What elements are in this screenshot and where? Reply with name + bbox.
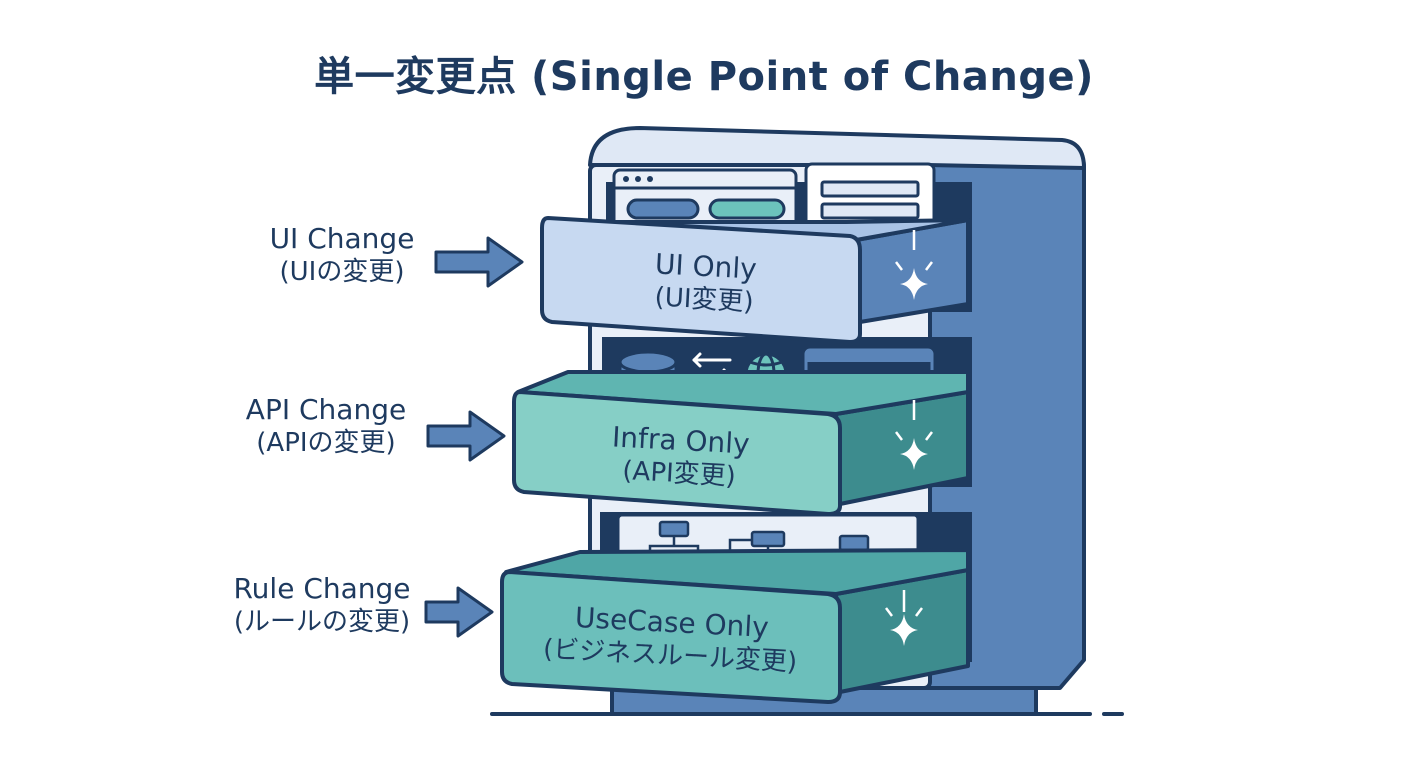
drawer-ui-front <box>540 216 862 344</box>
drawer-usecase-front <box>500 570 842 704</box>
sparkle-icon <box>895 400 933 470</box>
label-api-change: API Change (APIの変更) <box>196 393 456 459</box>
label-api-change-line1: API Change <box>245 393 407 426</box>
label-api-change-line2: (APIの変更) <box>256 428 396 458</box>
sparkle-icon <box>885 590 923 646</box>
arrow-right-icon <box>424 586 494 638</box>
drawer-infra-front <box>512 390 842 516</box>
arrow-right-icon <box>426 410 506 462</box>
sparkle-icon <box>895 230 933 300</box>
cabinet-top <box>588 126 1086 170</box>
label-ui-change-line2: (UIの変更) <box>279 257 405 287</box>
label-rule-change-line2: (ルールの変更) <box>233 607 411 637</box>
label-ui-change: UI Change (UIの変更) <box>212 222 472 288</box>
drawer-usecase <box>500 548 970 704</box>
label-ui-change-line1: UI Change <box>269 222 415 255</box>
page-title: 単一変更点 (Single Point of Change) <box>314 54 1094 100</box>
arrow-right-icon <box>434 236 524 288</box>
label-rule-change-line1: Rule Change <box>233 572 411 605</box>
drawer-infra <box>512 370 970 516</box>
label-rule-change: Rule Change (ルールの変更) <box>192 572 452 638</box>
drawer-ui <box>540 216 970 344</box>
